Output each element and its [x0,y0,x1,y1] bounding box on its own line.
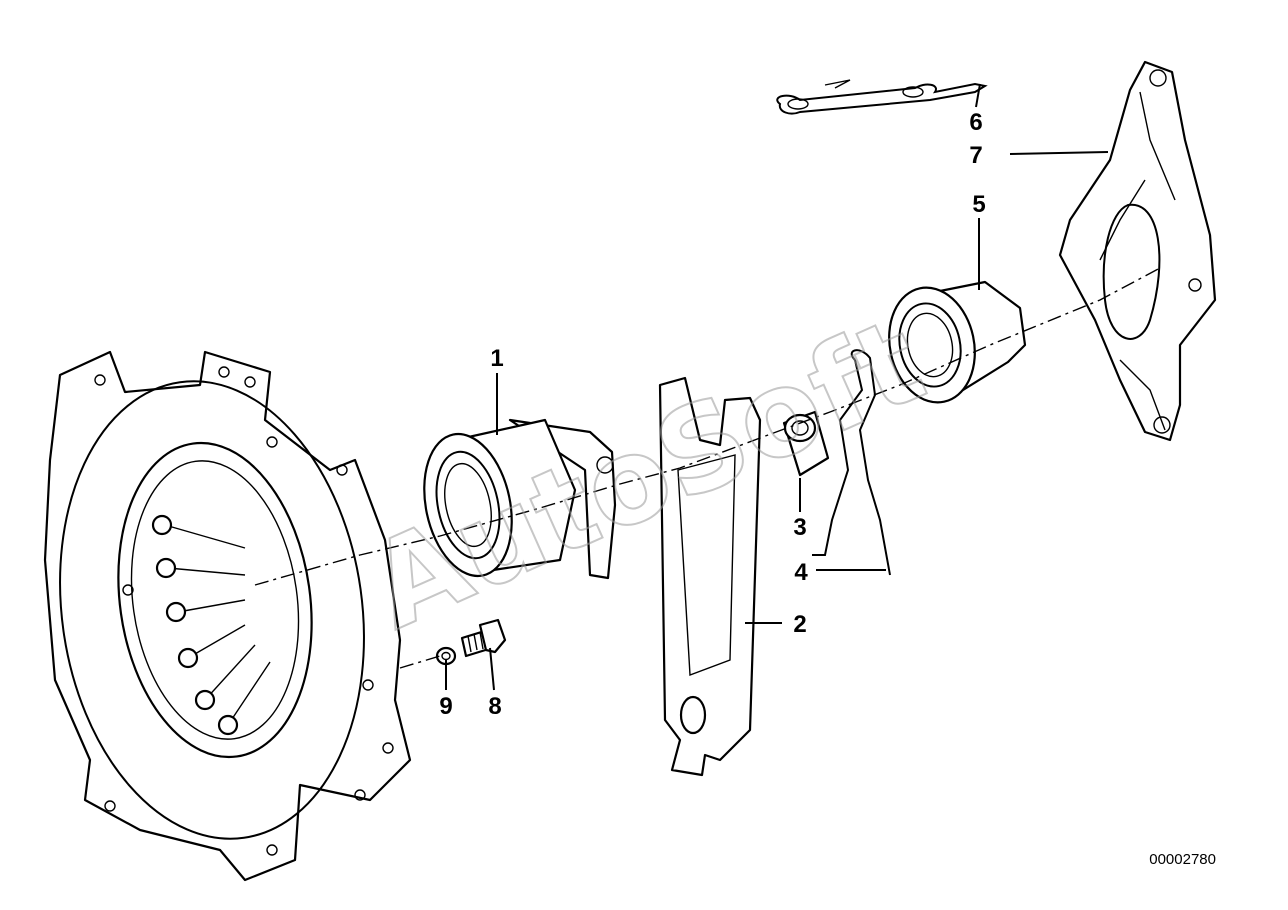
clutch-pressure-plate [43,350,412,882]
assembly-axis [254,267,1161,669]
callout-9: 9 [439,693,452,720]
callout-1: 1 [490,345,503,372]
callout-2: 2 [793,611,806,638]
release-lever [658,376,762,777]
callout-6: 6 [969,109,982,136]
safety-pin [776,79,988,115]
release-bearing [423,418,617,580]
drawing-number: 00002780 [1149,851,1216,868]
hex-bolt [460,618,507,658]
spring-clip [812,349,891,576]
callout-4: 4 [794,559,808,586]
guide-sleeve [888,280,1027,404]
lock-washer [435,646,457,666]
leader-lines [445,83,1109,691]
callout-8: 8 [488,693,501,720]
callout-3: 3 [793,514,806,541]
bushing [782,410,830,477]
callout-7: 7 [969,142,982,169]
callout-5: 5 [972,191,985,218]
bearing-bracket [1058,60,1217,442]
